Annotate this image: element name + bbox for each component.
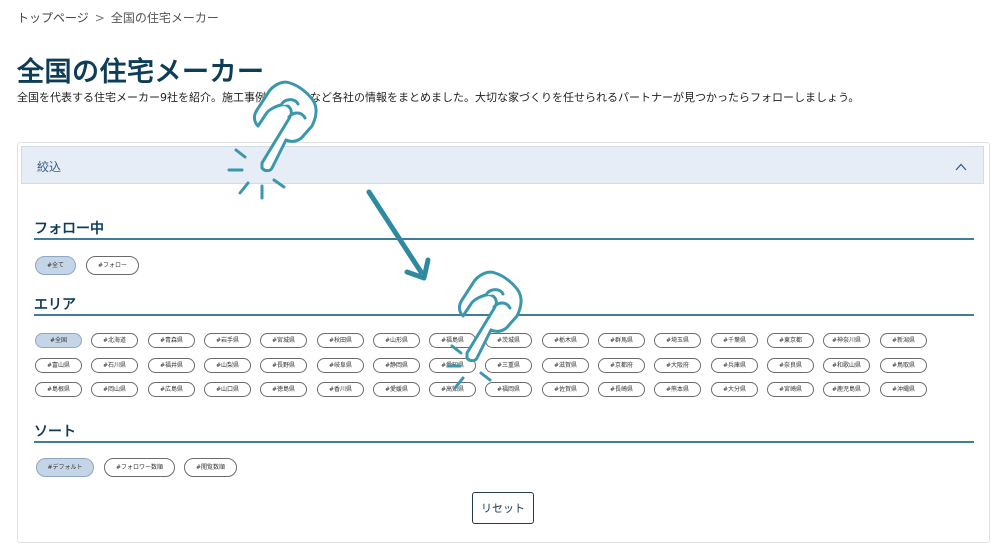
area-chip[interactable]: #愛媛県 [373,382,420,397]
area-chip[interactable]: #宮城県 [260,333,307,348]
sort-chip[interactable]: #デフォルト [36,458,94,477]
reset-button[interactable]: リセット [472,492,534,524]
breadcrumb: トップページ > 全国の住宅メーカー [17,9,219,26]
filter-panel-header[interactable]: 絞込 [21,146,984,184]
area-chip[interactable]: #三重県 [485,358,532,373]
page-description: 全国を代表する住宅メーカー9社を紹介。施工事例や口コミなど各社の情報をまとめまし… [17,91,860,104]
breadcrumb-separator: > [94,11,105,25]
area-chip[interactable]: #岡山県 [91,382,138,397]
area-chip[interactable]: #茨城県 [485,333,532,348]
area-chip[interactable]: #佐賀県 [542,382,589,397]
area-chip[interactable]: #高知県 [429,382,476,397]
area-chip[interactable]: #香川県 [317,382,364,397]
area-chip[interactable]: #全国 [35,333,82,348]
chevron-up-icon[interactable] [955,161,967,173]
area-chip[interactable]: #山口県 [204,382,251,397]
area-chip[interactable]: #福島県 [429,333,476,348]
area-chip[interactable]: #宮崎県 [767,382,814,397]
area-chip[interactable]: #徳島県 [260,382,307,397]
filter-panel-label: 絞込 [37,160,62,174]
area-chip[interactable]: #埼玉県 [654,333,701,348]
page-title: 全国の住宅メーカー [17,57,265,88]
area-chip[interactable]: #大分県 [711,382,758,397]
area-chip[interactable]: #鳥取県 [880,358,927,373]
filter-panel: 絞込 フォロー中 #全て #フォロー エリア #全国 #北海道 #青森県 #岩手県 #宮城… [17,142,990,543]
area-chip[interactable]: #石川県 [91,358,138,373]
area-chip[interactable]: #神奈川県 [823,333,870,348]
area-chip[interactable]: #静岡県 [373,358,420,373]
area-section-rule [34,314,974,316]
area-chip[interactable]: #岩手県 [204,333,251,348]
follow-chip-all[interactable]: #全て [35,256,76,275]
area-chip[interactable]: #秋田県 [317,333,364,348]
area-chip[interactable]: #熊本県 [654,382,701,397]
area-chip[interactable]: #千葉県 [711,333,758,348]
breadcrumb-current: 全国の住宅メーカー [110,11,219,25]
area-chip[interactable]: #大阪府 [654,358,701,373]
area-chip[interactable]: #福岡県 [485,382,532,397]
sort-section-rule [34,441,974,443]
area-chip[interactable]: #北海道 [91,333,138,348]
area-chip[interactable]: #山梨県 [204,358,251,373]
area-chip[interactable]: #奈良県 [767,358,814,373]
area-chip[interactable]: #新潟県 [880,333,927,348]
area-chip[interactable]: #山形県 [373,333,420,348]
area-chip[interactable]: #愛知県 [429,358,476,373]
area-chip[interactable]: #島根県 [35,382,82,397]
area-chip[interactable]: #沖縄県 [880,382,927,397]
area-chip[interactable]: #栃木県 [542,333,589,348]
area-section-title: エリア [34,297,76,313]
area-chip[interactable]: #東京都 [767,333,814,348]
sort-section-title: ソート [34,424,76,440]
follow-section-title: フォロー中 [34,221,104,237]
area-chip[interactable]: #岐阜県 [317,358,364,373]
area-chip[interactable]: #鹿児島県 [823,382,870,397]
area-chip[interactable]: #滋賀県 [542,358,589,373]
sort-chip[interactable]: #フォロワー数順 [104,458,175,477]
area-chip[interactable]: #長野県 [260,358,307,373]
area-chip[interactable]: #兵庫県 [711,358,758,373]
area-chip[interactable]: #和歌山県 [823,358,870,373]
area-chip[interactable]: #広島県 [148,382,195,397]
follow-section-rule [34,238,974,240]
area-chip[interactable]: #青森県 [148,333,195,348]
breadcrumb-home-link[interactable]: トップページ [17,11,89,25]
area-chip[interactable]: #群馬県 [598,333,645,348]
sort-chip[interactable]: #閲覧数順 [184,458,237,477]
area-chip[interactable]: #富山県 [35,358,82,373]
area-chip[interactable]: #京都府 [598,358,645,373]
area-chip[interactable]: #福井県 [148,358,195,373]
area-chip[interactable]: #長崎県 [598,382,645,397]
follow-chip-followed[interactable]: #フォロー [86,256,139,275]
